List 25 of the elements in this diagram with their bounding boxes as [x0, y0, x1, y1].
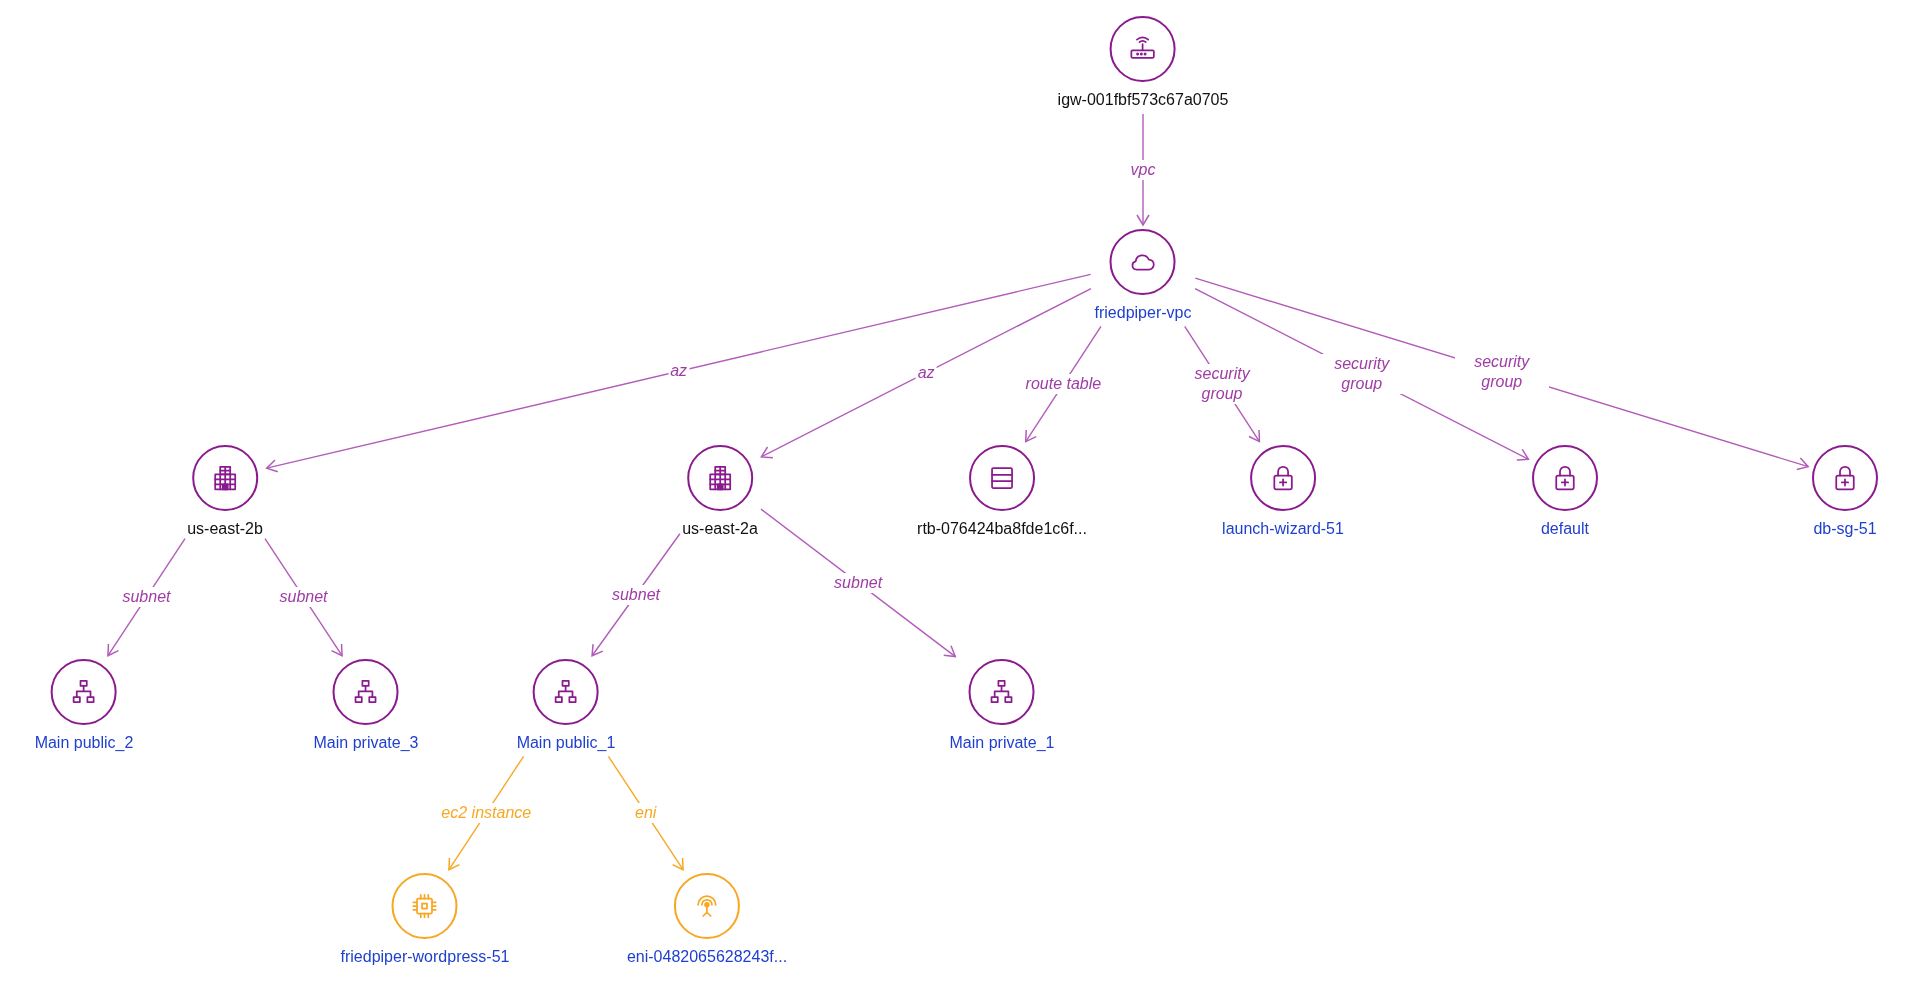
node-label: Main private_3 — [313, 733, 419, 753]
node-label: us-east-2b — [187, 519, 263, 539]
arrow — [760, 287, 1092, 459]
node-label: us-east-2a — [682, 519, 758, 539]
node-label: eni-0482065628243f... — [626, 947, 788, 967]
node-label: db-sg-51 — [1813, 519, 1877, 539]
edge-label: ec2 instance — [439, 803, 534, 823]
edge-label: subnet — [609, 584, 662, 605]
edge-label: subnet — [120, 587, 173, 608]
node-label: Main public_2 — [34, 733, 134, 753]
edge-label: eni — [633, 803, 659, 823]
node-label: Main public_1 — [516, 733, 616, 753]
arrow — [265, 273, 1092, 473]
node-label: friedpiper-wordpress-51 — [340, 947, 510, 967]
edge-label: vpc — [1128, 159, 1158, 180]
node-label: Main private_1 — [949, 733, 1055, 753]
edge-label: subnet — [277, 587, 330, 608]
edge-label: subnet — [832, 572, 885, 593]
node-label: rtb-076424ba8fde1c6f... — [917, 519, 1087, 539]
node-label: default — [1540, 519, 1589, 539]
node-label: launch-wizard-51 — [1222, 519, 1344, 539]
edge-label: route table — [1023, 374, 1104, 394]
node-label: igw-001fbf573c67a0705 — [1057, 90, 1229, 110]
edge-label: security group — [1454, 352, 1549, 393]
node-label: friedpiper-vpc — [1094, 303, 1192, 323]
